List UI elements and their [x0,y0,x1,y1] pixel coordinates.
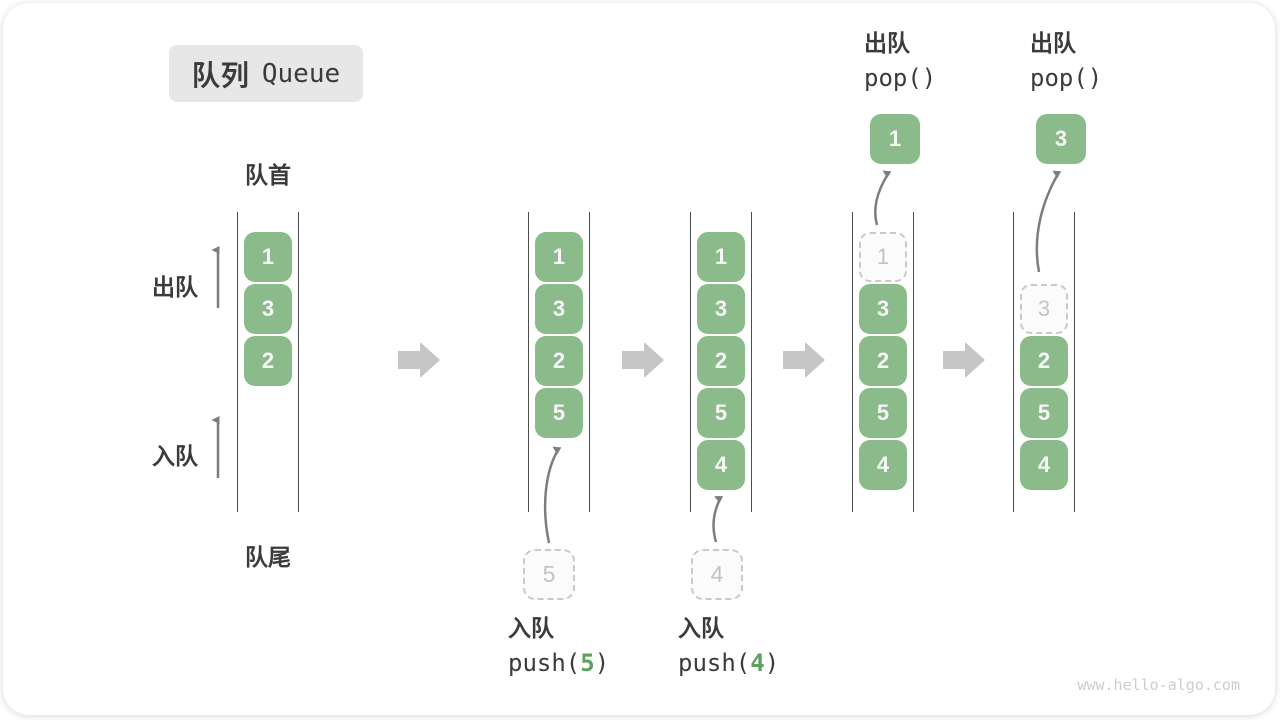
queue-state-4: 1 3 2 5 4 [852,212,914,512]
title-chinese: 队列 [191,59,250,91]
queue-item: 4 [859,440,907,490]
pending-item-4: 4 [691,549,743,600]
queue-state-1: 1 3 2 [237,212,299,512]
queue-item: 3 [244,284,292,334]
push-code: push(4) [678,651,779,675]
queue-item: 4 [1020,440,1068,490]
push-label: 入队 [678,615,724,641]
code-text: ) [594,649,610,677]
pending-item-5: 5 [523,549,575,600]
queue-item: 2 [1020,336,1068,386]
operation-push-4: 入队 push(4) [678,615,779,676]
title-english: Queue [261,58,341,89]
queue-item: 2 [859,336,907,386]
queue-item: 5 [535,388,583,438]
diagram-title: 队列 Queue [169,45,363,102]
popped-item-3: 3 [1036,114,1086,164]
queue-item: 5 [1020,388,1068,438]
label-queue-front: 队首 [245,162,291,188]
queue-item: 1 [535,232,583,282]
queue-state-5: 3 2 5 4 [1013,212,1075,512]
code-text: ) [764,649,780,677]
pop-label: 出队 [1030,30,1076,56]
queue-item: 5 [697,388,745,438]
code-arg: 4 [750,649,765,677]
watermark: www.hello-algo.com [1077,676,1240,694]
queue-state-2: 1 3 2 5 [528,212,590,512]
pop-code: pop() [1030,64,1103,92]
queue-item: 2 [535,336,583,386]
queue-item: 4 [697,440,745,490]
queue-item: 1 [244,232,292,282]
popped-item-1: 1 [870,114,920,164]
code-arg: 5 [580,649,595,677]
queue-state-3: 1 3 2 5 4 [690,212,752,512]
diagram-card [3,3,1275,715]
queue-item: 2 [697,336,745,386]
queue-item: 5 [859,388,907,438]
pop-code: pop() [864,64,937,92]
queue-item: 3 [535,284,583,334]
operation-pop-2: 出队 pop() [1030,30,1103,92]
queue-item: 2 [244,336,292,386]
operation-pop-1: 出队 pop() [864,30,937,92]
push-code: push(5) [508,651,609,675]
label-enqueue: 入队 [152,443,198,469]
pop-label: 出队 [864,30,910,56]
label-dequeue: 出队 [152,274,198,300]
code-text: push( [508,649,581,677]
queue-item-removed: 3 [1020,284,1068,334]
push-label: 入队 [508,615,554,641]
queue-item: 3 [697,284,745,334]
operation-push-5: 入队 push(5) [508,615,609,676]
queue-item: 3 [859,284,907,334]
label-queue-rear: 队尾 [245,544,291,570]
queue-item-removed: 1 [859,232,907,282]
queue-item: 1 [697,232,745,282]
code-text: push( [678,649,751,677]
